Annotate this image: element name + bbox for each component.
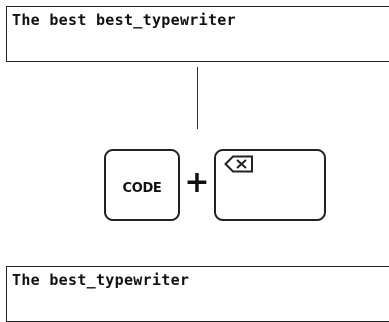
code-key-label: CODE — [122, 181, 162, 196]
backspace-icon — [224, 155, 253, 173]
display-after-text: The best_typewriter — [12, 271, 190, 289]
display-after: The best_typewriter — [6, 266, 389, 322]
backspace-key — [214, 149, 326, 221]
plus-sign: + — [184, 165, 210, 200]
display-before-text: The best best_typewriter — [12, 11, 236, 29]
code-key: CODE — [104, 149, 180, 221]
connector-line — [197, 67, 198, 129]
display-before: The best best_typewriter — [6, 6, 389, 62]
